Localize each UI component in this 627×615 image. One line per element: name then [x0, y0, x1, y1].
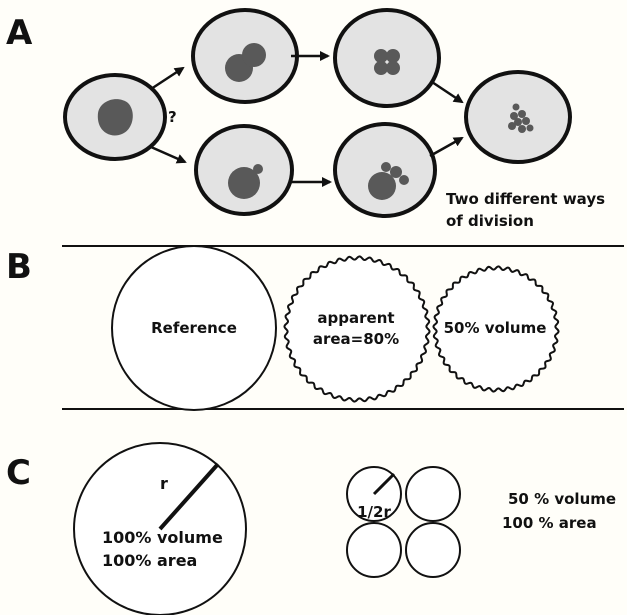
arrow-top-2-to-final — [431, 80, 464, 104]
apparent-area-circle — [283, 255, 431, 403]
caption-line-1: Two different ways — [446, 190, 605, 208]
radius-label: r — [160, 474, 168, 493]
small-circles — [346, 466, 461, 578]
apparent-label-line-2: area=80% — [313, 330, 399, 348]
division-arrows — [150, 51, 464, 187]
nucleus-parent — [97, 99, 133, 136]
nucleus-final-cluster — [508, 103, 534, 133]
big-radius — [158, 462, 220, 531]
question-mark: ? — [168, 108, 177, 126]
arrow-to-top-1 — [150, 66, 185, 91]
half-volume-label: 50% volume — [444, 319, 547, 337]
apparent-label-line-1: apparent — [317, 309, 394, 327]
arrow-to-bottom-1 — [150, 145, 187, 164]
nucleus-top-1b — [242, 43, 266, 67]
small-radius-label: 1/2r — [357, 503, 391, 521]
small-radius — [372, 472, 396, 496]
reference-circle — [111, 245, 277, 411]
panel-b-letter: B — [6, 247, 32, 287]
nucleus-bottom-1 — [228, 167, 260, 199]
small-volume-label: 50 % volume — [508, 490, 616, 508]
small-circle-3 — [346, 522, 402, 578]
big-area-label: 100% area — [102, 551, 197, 570]
cell-top-1 — [191, 8, 299, 104]
small-area-label: 100 % area — [502, 514, 597, 532]
half-volume-circle — [432, 265, 560, 393]
caption-line-2: of division — [446, 212, 534, 230]
big-volume-label: 100% volume — [102, 528, 223, 547]
small-circle-2 — [405, 466, 461, 522]
cell-bottom-2 — [333, 122, 437, 218]
cell-top-2 — [333, 8, 441, 108]
nucleus-top-2-cluster — [374, 49, 400, 75]
nucleus-bottom-2 — [368, 162, 409, 200]
cell-parent — [63, 73, 167, 161]
bud-bottom-1 — [253, 164, 263, 174]
panel-c-letter: C — [6, 453, 31, 493]
small-circle-4 — [405, 522, 461, 578]
panel-a-letter: A — [6, 13, 33, 53]
cell-final — [464, 70, 572, 164]
cell-bottom-1 — [194, 124, 294, 216]
reference-label: Reference — [151, 319, 237, 337]
arrow-bottom-2-to-final — [429, 136, 464, 158]
